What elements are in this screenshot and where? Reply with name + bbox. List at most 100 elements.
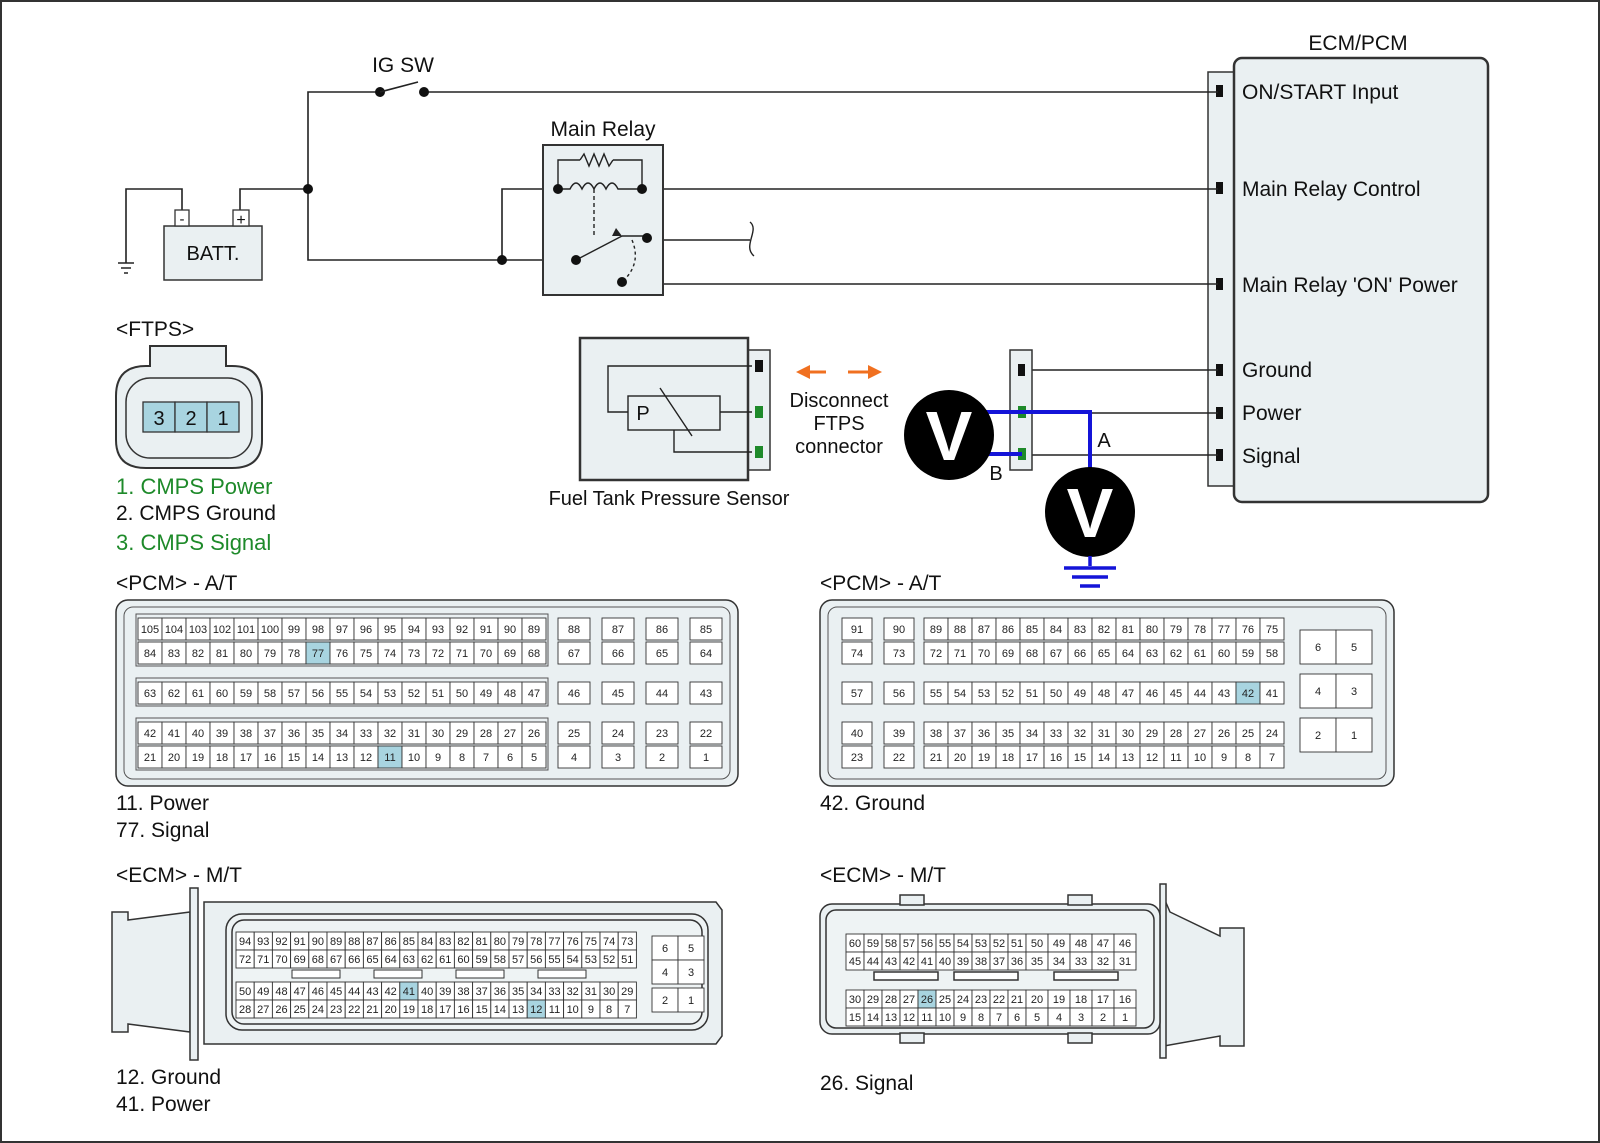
pin-number: 92: [456, 624, 468, 636]
pin-cell: [645, 721, 679, 745]
pin-number: 55: [548, 954, 560, 966]
pin-number: 22: [893, 752, 905, 764]
pin-number: 67: [568, 648, 580, 660]
pin-number: 71: [954, 648, 966, 660]
pin-number: 65: [366, 954, 378, 966]
pin-cell: [617, 999, 637, 1019]
pin-number: 36: [1011, 956, 1023, 968]
pin-number: 62: [168, 688, 180, 700]
pin-number: 47: [294, 986, 306, 998]
pin-number: 41: [1266, 688, 1278, 700]
pin-number: 91: [294, 936, 306, 948]
battery-box: [163, 225, 263, 281]
pin-number: 75: [360, 648, 372, 660]
pin-cell: [883, 721, 915, 745]
pin-number: 26: [275, 1004, 287, 1016]
pin-number: 84: [144, 648, 156, 660]
ftps-pin-label: 2: [185, 408, 196, 430]
pin-number: 38: [930, 728, 942, 740]
sensor-p-label: P: [636, 403, 649, 425]
pin-cell: [689, 721, 723, 745]
pin-number: 1: [1351, 730, 1357, 742]
wire-break-mark: [749, 221, 755, 257]
ecm2-title: <ECM> - M/T: [820, 864, 946, 887]
pin-number: 48: [275, 986, 287, 998]
pin-number: 73: [408, 648, 420, 660]
pcm1-connector-inner: [123, 606, 731, 780]
pin-number: 18: [421, 1004, 433, 1016]
pin-number: 19: [978, 752, 990, 764]
pin-number: 15: [288, 752, 300, 764]
pin-number: 50: [1031, 938, 1043, 950]
pin-number: 4: [1056, 1012, 1062, 1024]
pin-number: 18: [1075, 994, 1087, 1006]
pin-number: 82: [192, 648, 204, 660]
pin-number: 12: [360, 752, 372, 764]
pin-number: 94: [239, 936, 251, 948]
battery-minus-sign: -: [180, 211, 185, 228]
pin-number: 53: [384, 688, 396, 700]
pin-number: 34: [1026, 728, 1038, 740]
pin-cell: [1335, 717, 1373, 753]
pin-number: 13: [885, 1012, 897, 1024]
pin-number: 56: [921, 938, 933, 950]
pin-number: 71: [257, 954, 269, 966]
pin-number: 63: [1146, 648, 1158, 660]
pin-number: 29: [621, 986, 633, 998]
point-a-label: A: [1097, 430, 1111, 452]
pin-number: 66: [612, 648, 624, 660]
pin-cell: [841, 721, 873, 745]
pin-number: 80: [1146, 624, 1158, 636]
pin-number: 43: [700, 688, 712, 700]
pin-number: 42: [903, 956, 915, 968]
pcm2-connector-inner: [827, 606, 1387, 780]
pin-number: 83: [168, 648, 180, 660]
pin-number: 21: [1011, 994, 1023, 1006]
pin-cell: [601, 641, 635, 665]
pin-cell: [601, 745, 635, 769]
disconnect-arrow-icon: [796, 365, 882, 379]
pin-number: 32: [1097, 956, 1109, 968]
pin-number: 49: [480, 688, 492, 700]
pin-number: 14: [494, 1004, 506, 1016]
pin-number: 17: [240, 752, 252, 764]
pin-number: 2: [1100, 1012, 1106, 1024]
pin-number: 17: [1097, 994, 1109, 1006]
pin-number: 40: [192, 728, 204, 740]
pin-number: 69: [504, 648, 516, 660]
pin-number: 56: [893, 688, 905, 700]
pin-number: 64: [700, 648, 712, 660]
pin-number: 46: [312, 986, 324, 998]
battery-plus-sign: +: [236, 212, 245, 229]
pin-number: 52: [993, 938, 1005, 950]
pin-number: 48: [1075, 938, 1087, 950]
pin-number: 46: [1146, 688, 1158, 700]
ecm1-legend-2: 41. Power: [116, 1093, 211, 1116]
pin-number: 51: [1011, 938, 1023, 950]
pin-number: 71: [456, 648, 468, 660]
pin-number: 6: [1315, 642, 1321, 654]
pin-number: 22: [700, 728, 712, 740]
pin-cell: [841, 617, 873, 641]
pin-number: 98: [312, 624, 324, 636]
ftps-pin-label: 1: [217, 408, 228, 430]
sensor-internals: [607, 365, 752, 453]
pin-number: 14: [312, 752, 324, 764]
pin-number: 48: [1098, 688, 1110, 700]
pin-cell: [1259, 745, 1285, 769]
pin-number: 18: [216, 752, 228, 764]
pin-number: 78: [530, 936, 542, 948]
pin-number: 34: [530, 986, 542, 998]
pin-number: 43: [885, 956, 897, 968]
pcm2-legend-1: 42. Ground: [820, 792, 926, 815]
pin-number: 3: [688, 967, 694, 979]
pin-number: 26: [528, 728, 540, 740]
chassis-ground-icon: [118, 262, 134, 274]
pin-cell: [841, 641, 873, 665]
pin-cell: [601, 721, 635, 745]
pin-number: 43: [1218, 688, 1230, 700]
pin-number: 68: [1026, 648, 1038, 660]
ecm1-title: <ECM> - M/T: [116, 864, 242, 887]
pin-number: 47: [528, 688, 540, 700]
